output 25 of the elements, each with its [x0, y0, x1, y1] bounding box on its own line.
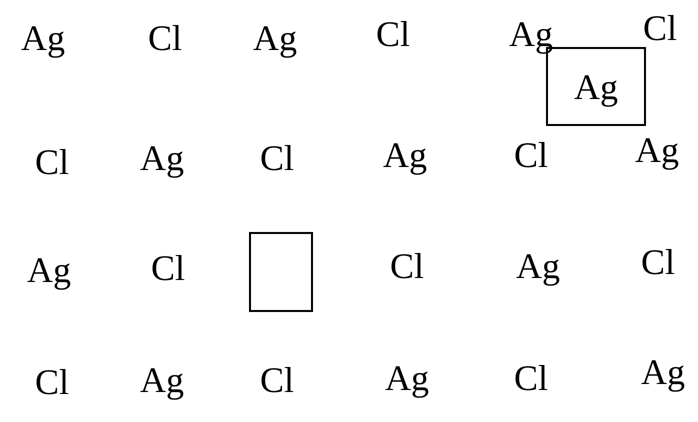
ion-label: Ag	[516, 248, 560, 284]
ion-label: Cl	[514, 360, 548, 396]
ion-label: Ag	[140, 362, 184, 398]
ion-label: Cl	[643, 10, 677, 46]
ion-label: Ag	[509, 16, 553, 52]
ion-label: Ag	[574, 68, 618, 104]
ion-label: Cl	[514, 137, 548, 173]
ion-label: Cl	[35, 144, 69, 180]
ion-label: Cl	[148, 20, 182, 56]
ion-label: Cl	[260, 362, 294, 398]
ion-label: Cl	[376, 16, 410, 52]
ion-label: Ag	[641, 354, 685, 390]
ion-label: Ag	[21, 20, 65, 56]
ion-label: Cl	[641, 244, 675, 280]
ion-label: Ag	[140, 140, 184, 176]
ion-label: Cl	[151, 250, 185, 286]
ion-label: Ag	[385, 360, 429, 396]
ion-label: Cl	[35, 364, 69, 400]
ion-label: Cl	[390, 248, 424, 284]
ion-label: Ag	[635, 132, 679, 168]
ion-label: Ag	[253, 20, 297, 56]
ion-label: Ag	[27, 252, 71, 288]
vacancy-box	[249, 232, 313, 312]
ion-label: Ag	[383, 137, 427, 173]
ion-label: Cl	[260, 140, 294, 176]
